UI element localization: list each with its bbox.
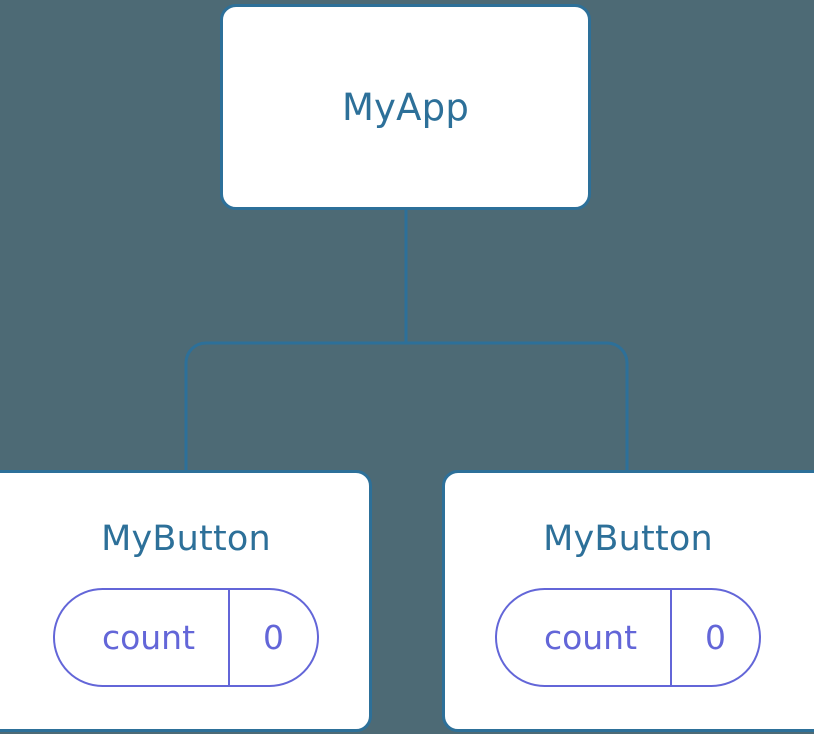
state-key-0: count — [101, 618, 196, 657]
node-mybutton-1[interactable]: MyButton count 0 — [442, 470, 814, 732]
edge-root-to-child-1 — [406, 341, 629, 472]
node-myapp[interactable]: MyApp — [220, 4, 591, 210]
state-key-1: count — [543, 618, 638, 657]
node-mybutton-0[interactable]: MyButton count 0 — [0, 470, 372, 732]
edge-root-to-child-0 — [184, 341, 406, 472]
state-pill-1[interactable]: count 0 — [495, 588, 761, 687]
state-value-1: 0 — [670, 590, 759, 685]
node-myapp-label: MyApp — [341, 85, 470, 129]
state-value-0: 0 — [228, 590, 317, 685]
node-mybutton-0-label: MyButton — [101, 519, 271, 559]
node-mybutton-1-label: MyButton — [543, 519, 713, 559]
state-pill-0[interactable]: count 0 — [53, 588, 319, 687]
